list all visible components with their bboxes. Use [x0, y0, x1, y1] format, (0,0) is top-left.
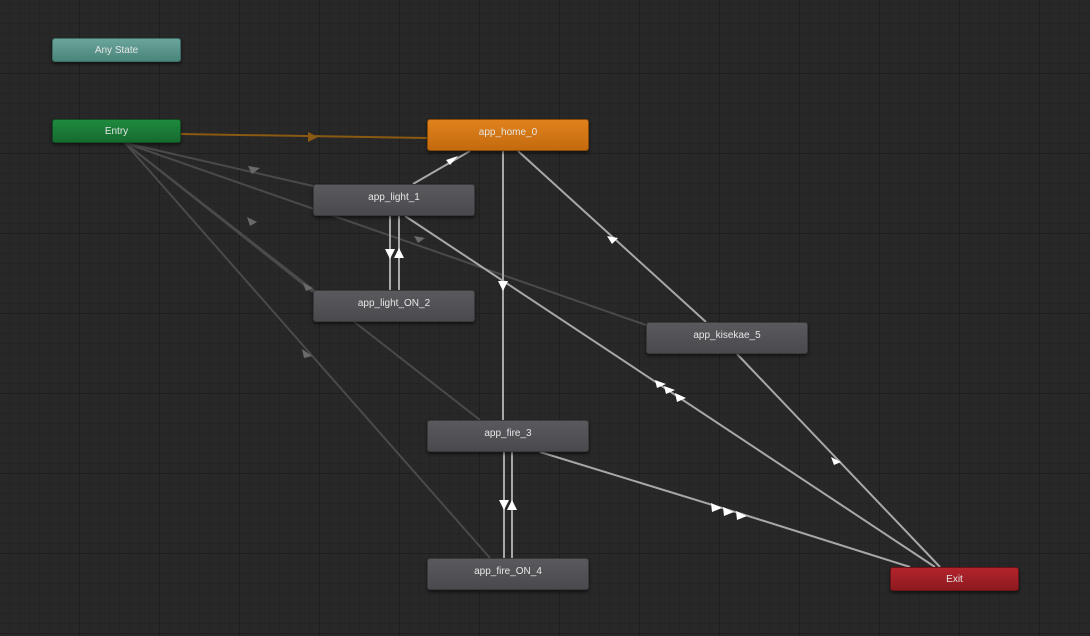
state-label: app_kisekae_5 [693, 329, 761, 341]
state-node-app-kisekae-5[interactable]: app_kisekae_5 [646, 322, 808, 354]
entry-link-arrows [247, 166, 425, 358]
entry-link-lines [124, 142, 647, 559]
state-label: app_fire_3 [484, 427, 532, 439]
any-state-label: Any State [94, 44, 139, 56]
exit-label: Exit [946, 573, 963, 585]
entry-node[interactable]: Entry [52, 119, 181, 143]
entry-to-home-transition[interactable] [180, 132, 428, 142]
state-label: app_fire_ON_4 [474, 565, 542, 577]
state-label: app_home_0 [478, 126, 538, 138]
entry-label: Entry [104, 125, 129, 137]
state-node-app-fire-3[interactable]: app_fire_3 [427, 420, 589, 452]
state-node-app-light-on-2[interactable]: app_light_ON_2 [313, 290, 475, 322]
state-label: app_light_ON_2 [357, 297, 431, 309]
state-node-app-light-1[interactable]: app_light_1 [313, 184, 475, 216]
exit-node[interactable]: Exit [890, 567, 1019, 591]
state-node-app-home-0[interactable]: app_home_0 [427, 119, 589, 151]
state-label: app_light_1 [368, 191, 420, 203]
transition-arrows [385, 156, 841, 520]
any-state-node[interactable]: Any State [52, 38, 181, 62]
state-node-app-fire-on-4[interactable]: app_fire_ON_4 [427, 558, 589, 590]
